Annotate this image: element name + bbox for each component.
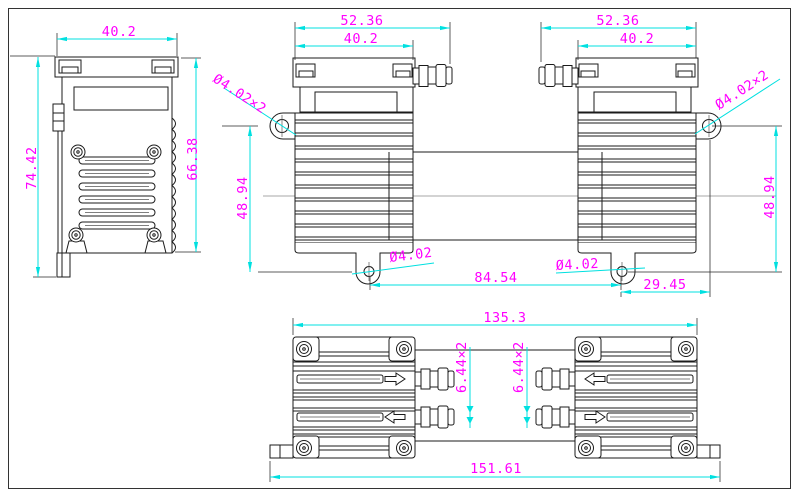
dim-frontL-hole-span: 48.94: [235, 176, 251, 219]
dim-frontR-width-overall: 52.36: [596, 13, 639, 29]
top-view: [269, 336, 721, 459]
dim-top-width-heads: 135.3: [483, 310, 526, 326]
label-frontR-foot-hole: Ø4.02: [555, 256, 599, 274]
top-view-left-head: [269, 336, 455, 459]
dim-port-offset-right: 6.44×2: [511, 341, 527, 393]
front-view-left: [269, 57, 453, 285]
dimension-graphics: [10, 22, 782, 482]
screws: [65, 144, 167, 254]
dim-top-width-base: 151.61: [470, 461, 522, 477]
dim-side-height-overall: 74.42: [24, 146, 40, 189]
dim-frontL-width-overall: 52.36: [340, 13, 383, 29]
label-frontL-foot-hole: Ø4.02: [389, 245, 434, 266]
dim-foot-hole-to-ear: 29.45: [643, 277, 686, 293]
side-view: [52, 56, 179, 278]
dim-side-height-body: 66.38: [185, 137, 201, 180]
top-view-right-head: [535, 336, 721, 459]
motor-outline: [415, 349, 575, 442]
dim-side-width: 40.2: [102, 24, 137, 40]
flow-arrow-icon: [384, 410, 406, 424]
screws: [296, 341, 412, 456]
dim-frontL-width-body: 40.2: [344, 31, 379, 47]
dim-foot-hole-span: 84.54: [474, 270, 517, 286]
hose-barb-icon: [414, 367, 455, 429]
sheet-border: [8, 8, 791, 489]
dim-frontR-hole-span: 48.94: [762, 175, 778, 218]
flow-arrow-icon: [384, 372, 406, 386]
base-foot: [269, 444, 294, 459]
dim-frontR-width-body: 40.2: [620, 31, 655, 47]
vent-slots: [78, 156, 156, 230]
hose-barb-icon: [412, 64, 453, 87]
label-frontL-ear-holes: Ø4.02×2: [210, 71, 269, 117]
dim-port-offset-left: 6.44×2: [454, 341, 470, 393]
